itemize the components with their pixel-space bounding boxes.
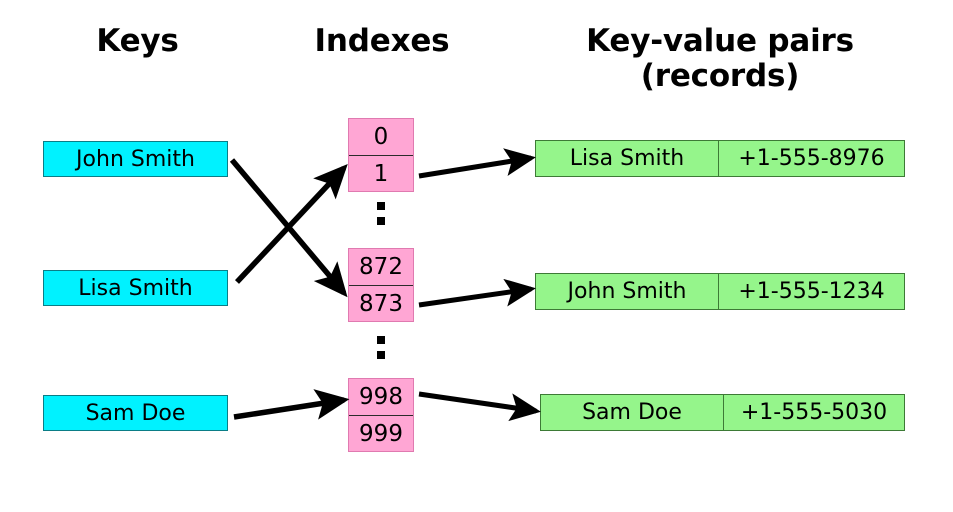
- index-cell-1[interactable]: 1: [349, 155, 413, 191]
- index-group-998-999: 998 999: [348, 378, 414, 452]
- arrow-index-873-to-record-john-smith: [418, 278, 536, 308]
- column-title-indexes: Indexes: [314, 23, 450, 59]
- index-cell-998[interactable]: 998: [359, 384, 403, 410]
- index-cell-873[interactable]: 873: [349, 285, 413, 321]
- record-box-lisa-smith[interactable]: Lisa Smith +1-555-8976: [535, 140, 905, 177]
- record-value: +1-555-5030: [723, 395, 904, 430]
- ellipsis-dot: [377, 335, 385, 344]
- index-ellipsis-upper: [348, 196, 414, 230]
- column-title-keys: Keys: [96, 23, 179, 59]
- arrow-john-smith-to-index-873: [229, 158, 348, 298]
- key-label: Lisa Smith: [78, 275, 193, 301]
- key-box-sam-doe[interactable]: Sam Doe: [43, 395, 228, 431]
- ellipsis-dot: [377, 350, 385, 359]
- key-box-lisa-smith[interactable]: Lisa Smith: [43, 270, 228, 306]
- ellipsis-dot: [377, 201, 385, 210]
- record-box-john-smith[interactable]: John Smith +1-555-1234: [535, 273, 905, 310]
- arrow-lisa-smith-to-index-1: [234, 163, 348, 284]
- key-box-john-smith[interactable]: John Smith: [43, 141, 228, 177]
- arrow-index-1-to-record-lisa-smith: [418, 148, 536, 179]
- index-ellipsis-lower: [348, 330, 414, 364]
- record-value: +1-555-1234: [718, 274, 904, 309]
- key-label: John Smith: [76, 146, 195, 172]
- record-key: Sam Doe: [582, 400, 682, 425]
- record-value: +1-555-8976: [718, 141, 904, 176]
- arrow-index-998-to-record-sam-doe: [418, 391, 541, 422]
- record-key: Lisa Smith: [569, 146, 685, 171]
- column-title-records: Key-value pairs (records): [586, 23, 854, 94]
- index-group-0-1: 0 1: [348, 118, 414, 192]
- record-box-sam-doe[interactable]: Sam Doe +1-555-5030: [540, 394, 905, 431]
- index-cell-872[interactable]: 872: [359, 254, 403, 280]
- key-label: Sam Doe: [85, 400, 186, 426]
- index-cell-0[interactable]: 0: [373, 124, 389, 150]
- arrow-sam-doe-to-index-998: [233, 389, 350, 420]
- index-group-872-873: 872 873: [348, 248, 414, 322]
- index-cell-999[interactable]: 999: [349, 415, 413, 451]
- record-key: John Smith: [567, 279, 687, 304]
- ellipsis-dot: [377, 216, 385, 225]
